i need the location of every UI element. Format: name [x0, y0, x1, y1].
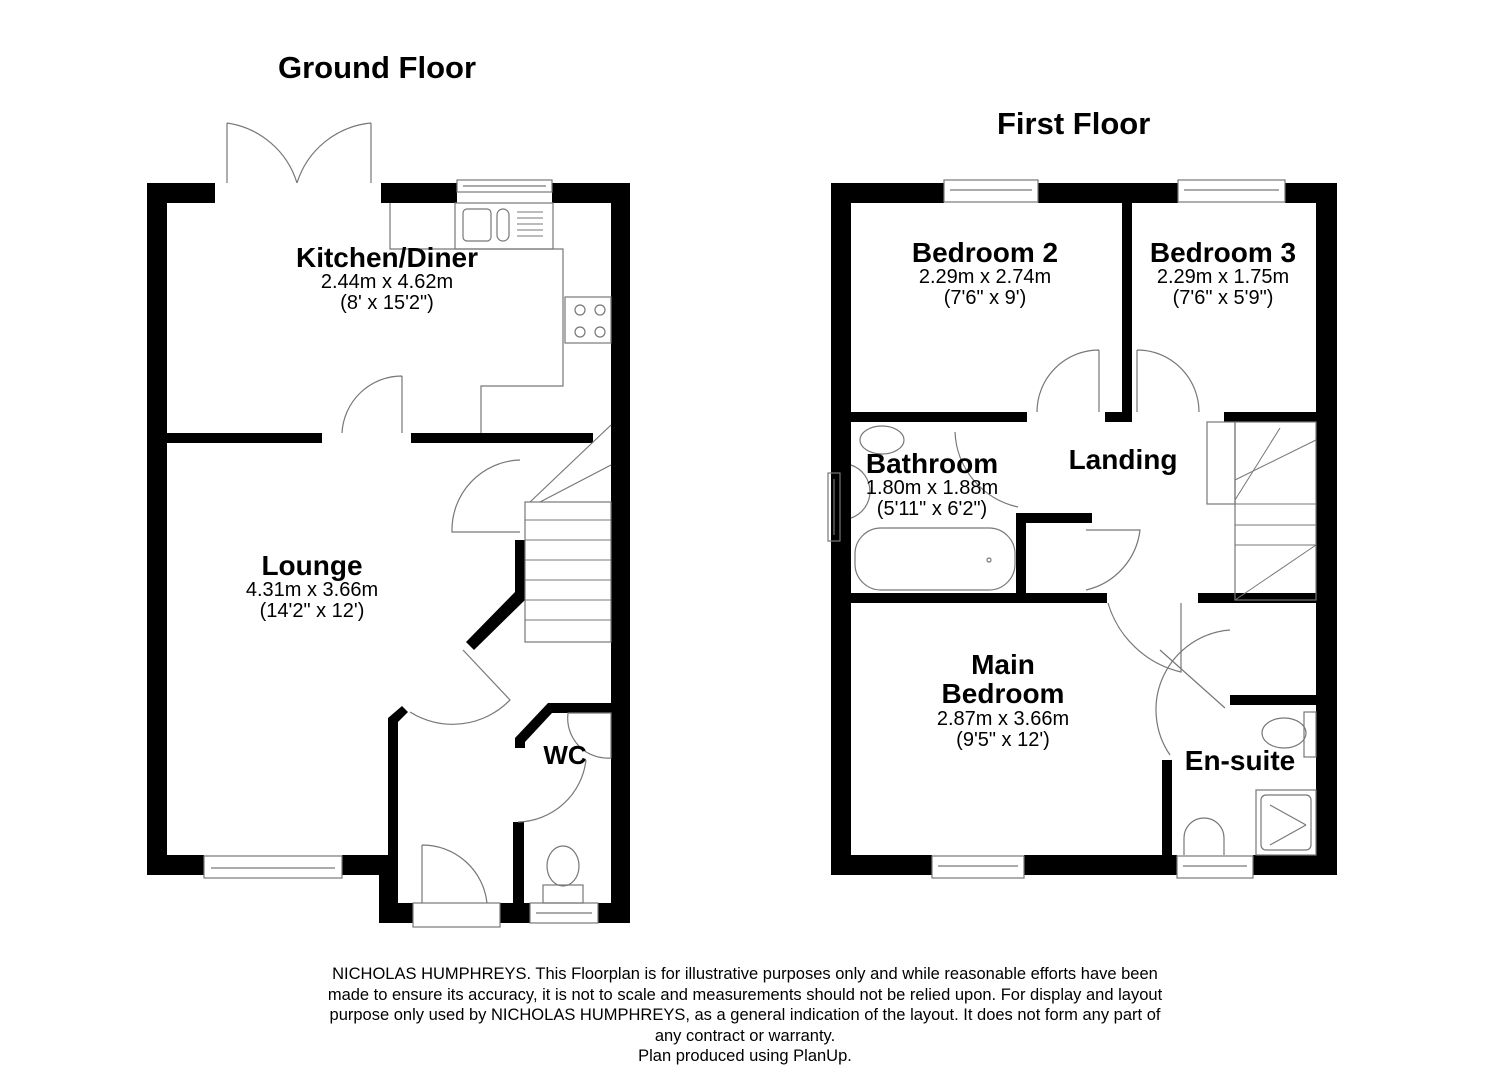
- room-imperial: (5'11" x 6'2"): [876, 498, 988, 521]
- disclaimer-line: Plan produced using PlanUp.: [638, 1047, 852, 1065]
- disclaimer: NICHOLAS HUMPHREYS. This Floorplan is fo…: [240, 964, 1250, 1067]
- ground-floor-walls: [147, 183, 630, 923]
- ground-floor-fixtures: [203, 122, 612, 928]
- room-name: En-suite: [1184, 745, 1296, 776]
- disclaimer-line: purpose only used by NICHOLAS HUMPHREYS,…: [329, 1006, 1161, 1024]
- room-wc: WC: [530, 740, 600, 770]
- first-floor-title: First Floor: [997, 106, 1151, 141]
- room-en-suite: En-suite: [1170, 745, 1310, 776]
- room-metric: 4.31m x 3.66m: [245, 579, 379, 602]
- room-metric: 1.80m x 1.88m: [865, 477, 999, 500]
- room-bathroom: Bathroom 1.80m x 1.88m (5'11" x 6'2"): [842, 449, 1022, 520]
- room-imperial: (14'2" x 12'): [259, 600, 365, 623]
- room-bedroom-3: Bedroom 3 2.29m x 1.75m (7'6" x 5'9"): [1113, 238, 1333, 309]
- first-floor-walls: [831, 183, 1337, 875]
- room-name: Landing: [1068, 444, 1178, 475]
- room-name: Lounge: [261, 550, 363, 581]
- room-landing: Landing: [1053, 444, 1193, 475]
- room-metric: 2.29m x 1.75m: [1156, 266, 1290, 289]
- room-name: Main: [971, 649, 1035, 680]
- room-bedroom-2: Bedroom 2 2.29m x 2.74m (7'6" x 9'): [865, 238, 1105, 309]
- room-imperial: (7'6" x 5'9"): [1172, 287, 1274, 310]
- room-name: Kitchen/Diner: [295, 242, 479, 273]
- disclaimer-line: NICHOLAS HUMPHREYS. This Floorplan is fo…: [332, 965, 1158, 983]
- room-imperial: (9'5" x 12'): [956, 728, 1050, 751]
- room-name: Bathroom: [865, 448, 999, 479]
- ground-floor-title: Ground Floor: [278, 50, 477, 85]
- room-imperial: (8' x 15'2"): [340, 292, 434, 315]
- room-name: Bedroom 2: [911, 237, 1059, 268]
- first-floor-fixtures: [827, 179, 1317, 879]
- room-kitchen-diner: Kitchen/Diner 2.44m x 4.62m (8' x 15'2"): [267, 243, 507, 314]
- disclaimer-line: any contract or warranty.: [654, 1026, 836, 1045]
- room-lounge: Lounge 4.31m x 3.66m (14'2" x 12'): [192, 551, 432, 622]
- room-metric: 2.29m x 2.74m: [918, 266, 1052, 289]
- room-name: WC: [543, 740, 587, 770]
- room-name-line-2: Bedroom: [941, 678, 1065, 710]
- disclaimer-line: made to ensure its accuracy, it is not t…: [327, 985, 1163, 1004]
- room-metric: 2.87m x 3.66m: [936, 707, 1070, 730]
- room-imperial: (7'6" x 9'): [943, 287, 1027, 310]
- room-metric: 2.44m x 4.62m: [320, 271, 454, 294]
- room-name: Bedroom 3: [1149, 237, 1297, 268]
- room-main-bedroom: Main Bedroom 2.87m x 3.66m (9'5" x 12'): [883, 650, 1123, 751]
